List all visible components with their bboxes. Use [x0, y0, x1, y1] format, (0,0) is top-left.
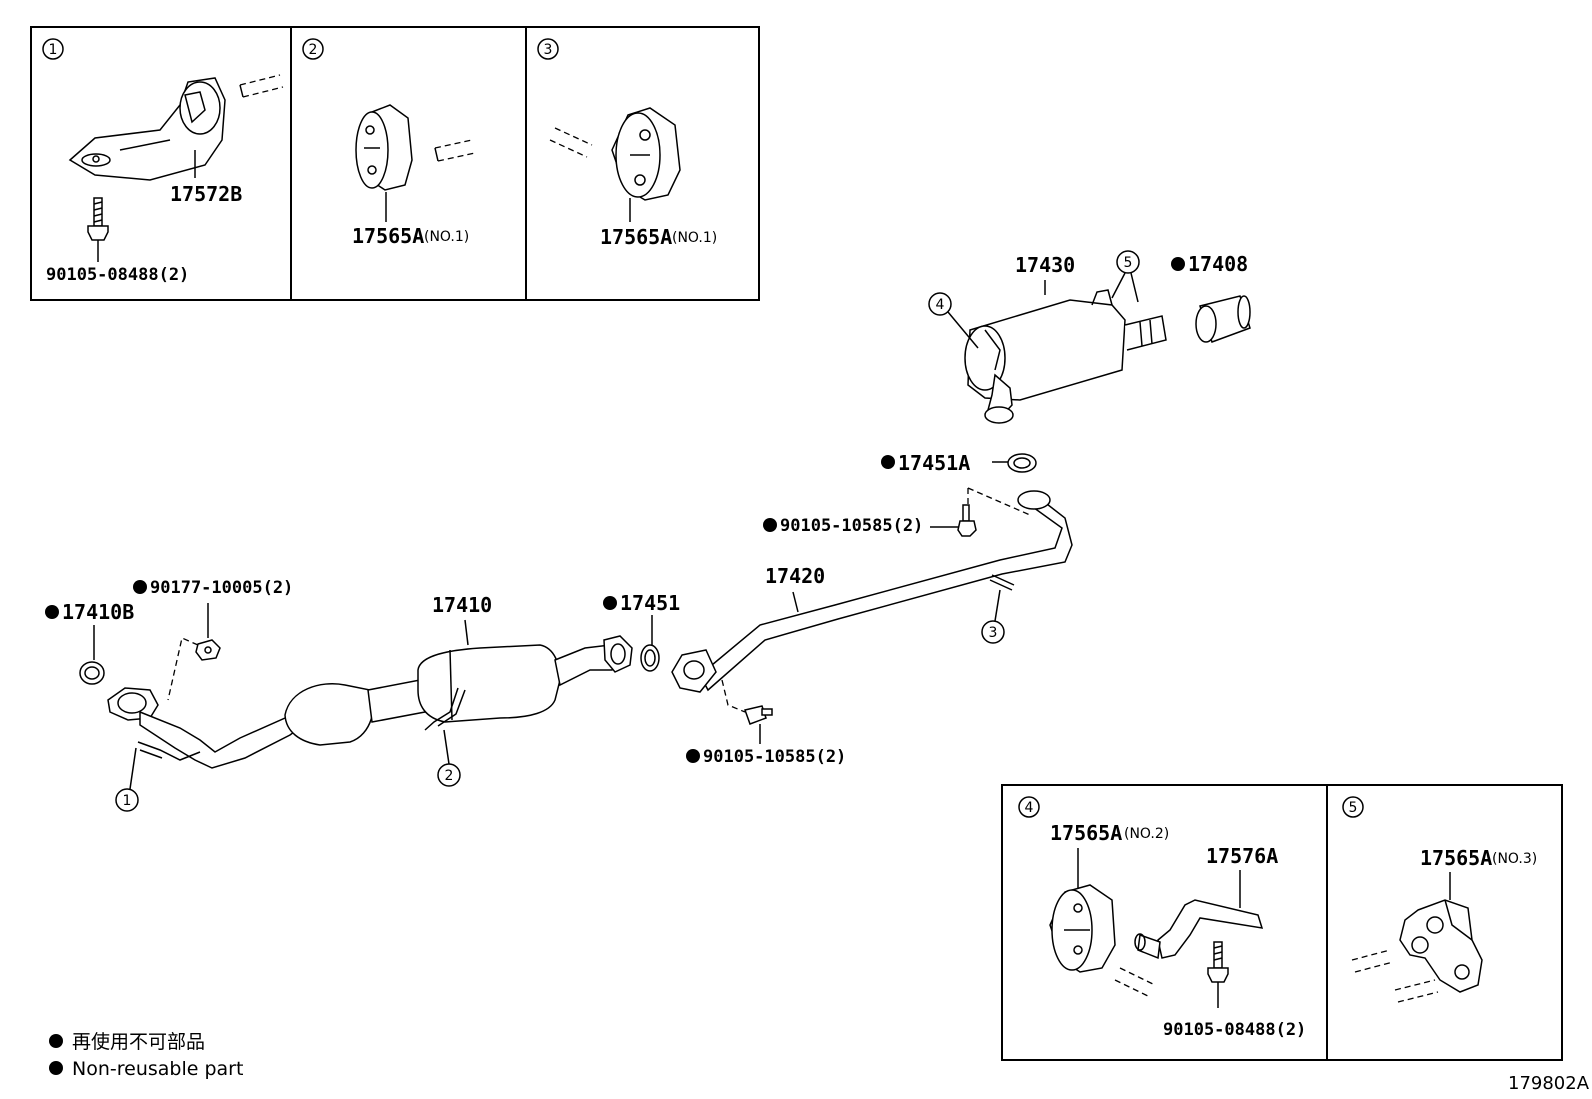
part-label-17451[interactable]: 17451 [620, 591, 680, 615]
detail-2-callout: 2 [309, 42, 318, 58]
part-label-17565A-box4[interactable]: 17565A [1050, 821, 1122, 845]
non-reusable-dot [881, 455, 895, 469]
leader-line [947, 311, 979, 349]
detail-panel-bottom [1001, 784, 1563, 1061]
leader-line [994, 589, 1001, 622]
part-label-17565A-box5[interactable]: 17565A [1420, 846, 1492, 870]
part-label-90105-08488-box4[interactable]: 90105-08488(2) [1163, 1020, 1306, 1040]
part-label-90105-10585-rear[interactable]: 90105-10585(2) [780, 516, 923, 536]
callout-2-pipe: 2 [445, 768, 454, 784]
non-reusable-dot [686, 749, 700, 763]
part-label-90177-10005[interactable]: 90177-10005(2) [150, 578, 293, 598]
detail-box-2: 2 17565A (NO.1) [302, 38, 476, 248]
legend-english: Non-reusable part [72, 1058, 243, 1080]
rubber-hanger-17565A-no2[interactable] [1049, 884, 1116, 973]
callout-circle [537, 38, 559, 60]
callout-1-pipe: 1 [123, 793, 132, 809]
detail-panel-bottom-frame [1001, 784, 1563, 1061]
part-note-no3: (NO.3) [1492, 851, 1537, 867]
callout-circle [115, 788, 139, 812]
hanger-rod-stub [434, 139, 476, 162]
part-label-17451A[interactable]: 17451A [898, 451, 970, 475]
leader-line [792, 591, 799, 613]
part-label-17410[interactable]: 17410 [432, 593, 492, 617]
non-reusable-dot [45, 605, 59, 619]
assembly-line [721, 679, 746, 713]
part-label-17430[interactable]: 17430 [1015, 253, 1075, 277]
detail-5-callout: 5 [1349, 800, 1358, 816]
non-reusable-dot [1171, 257, 1185, 271]
center-exhaust-pipe-17420[interactable] [671, 490, 1073, 693]
detail-3-callout: 3 [544, 42, 553, 58]
part-label-17408[interactable]: 17408 [1188, 252, 1248, 276]
illustration-number: 179802A [1508, 1073, 1590, 1094]
gasket-17451[interactable] [640, 644, 660, 672]
leader-line [443, 729, 450, 765]
part-label-90105-08488[interactable]: 90105-08488(2) [46, 265, 189, 285]
leader-line [129, 747, 137, 790]
leader-line [464, 619, 469, 646]
legend-japanese: 再使用不可部品 [72, 1031, 205, 1053]
part-label-17420[interactable]: 17420 [765, 564, 825, 588]
callout-circle [1018, 796, 1040, 818]
part-note-no1: (NO.1) [672, 230, 717, 246]
rubber-hanger-17565A-no3[interactable] [1399, 899, 1483, 993]
callout-3-pipe: 3 [989, 625, 998, 641]
detail-1-callout: 1 [49, 42, 58, 58]
detail-panel-top [30, 26, 760, 301]
callout-5-muffler: 5 [1124, 255, 1133, 271]
detail-box-4: 4 17565A (NO.2) 17576A 90105-08488(2) [1018, 796, 1306, 1040]
hanger-rod-stub [549, 127, 593, 158]
part-label-17410B[interactable]: 17410B [62, 600, 134, 624]
callout-circle [42, 38, 64, 60]
leader-line [1111, 272, 1139, 303]
hanger-bracket-17572B[interactable] [68, 77, 226, 181]
legend: 再使用不可部品 Non-reusable part [49, 1031, 243, 1080]
assembly-line [967, 487, 1031, 516]
part-note-no1: (NO.1) [424, 229, 469, 245]
callout-circle [302, 38, 324, 60]
tail-pipe-tip-17408[interactable] [1195, 295, 1251, 343]
detail-panel-top-frame [30, 26, 760, 301]
bolt-90105-10585-mid[interactable] [744, 705, 773, 725]
non-reusable-dot [763, 518, 777, 532]
callout-circle [981, 620, 1005, 644]
hanger-rod-stub [1351, 949, 1439, 1003]
gasket-17451A[interactable] [1007, 453, 1037, 473]
detail-4-callout: 4 [1025, 800, 1034, 816]
gasket-17410B[interactable] [79, 661, 105, 685]
bolt-90105-10585-rear[interactable] [957, 504, 977, 537]
part-note-no2: (NO.2) [1124, 826, 1169, 842]
part-label-17572B[interactable]: 17572B [170, 182, 242, 206]
front-exhaust-pipe-17410[interactable] [107, 635, 633, 769]
detail-box-1: 1 17572B 90105-08488(2) [42, 38, 284, 285]
part-label-17565A-box3[interactable]: 17565A [600, 225, 672, 249]
callout-circle [1342, 796, 1364, 818]
hanger-rod-stub [1114, 967, 1156, 998]
legend-dot [49, 1034, 63, 1048]
callout-circle [1116, 250, 1140, 274]
hanger-rod-stub [239, 74, 284, 98]
hanger-bracket-17576A[interactable] [1134, 899, 1264, 960]
detail-box-5: 5 17565A (NO.3) [1342, 796, 1537, 1003]
muffler-17430[interactable] [964, 289, 1167, 424]
bolt-90105-08488-box4[interactable] [1207, 941, 1229, 983]
part-label-17576A[interactable]: 17576A [1206, 844, 1278, 868]
bolt-90105-08488[interactable] [87, 197, 109, 241]
non-reusable-dot [133, 580, 147, 594]
rubber-hanger-17565A-no1[interactable] [355, 104, 413, 191]
detail-box-3: 3 17565A (NO.1) [537, 38, 717, 249]
part-label-17565A-box2[interactable]: 17565A [352, 224, 424, 248]
non-reusable-dot [603, 596, 617, 610]
legend-dot [49, 1061, 63, 1075]
callout-4-muffler: 4 [936, 297, 945, 313]
rubber-hanger-17565A-no1[interactable] [611, 107, 681, 201]
assembly-line [167, 637, 199, 701]
callout-circle [928, 292, 952, 316]
part-label-90105-10585-mid[interactable]: 90105-10585(2) [703, 747, 846, 767]
nut-90177-10005[interactable] [195, 639, 221, 661]
